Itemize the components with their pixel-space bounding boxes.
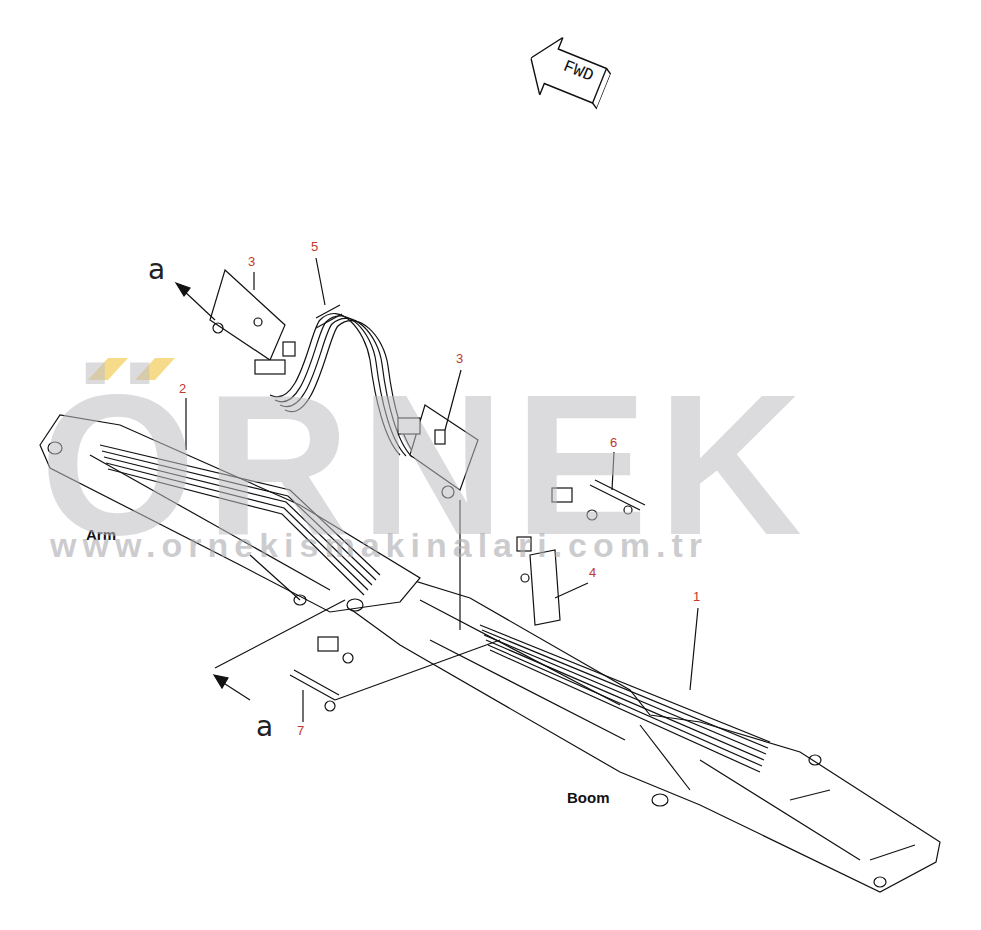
- callout-number: 1: [693, 590, 700, 603]
- callout-number: 4: [589, 566, 596, 579]
- direction-arrow: FWD: [519, 29, 616, 116]
- watermark: www.ornekismakinalari.com.tr: [50, 528, 708, 562]
- section-letter: a: [256, 713, 273, 741]
- callout-number: 3: [248, 255, 255, 268]
- callout-number: 3: [456, 352, 463, 365]
- callout-number: 5: [311, 240, 318, 253]
- section-letter: a: [148, 256, 165, 284]
- callout-number: 7: [297, 724, 304, 737]
- part-name: Boom: [567, 790, 610, 805]
